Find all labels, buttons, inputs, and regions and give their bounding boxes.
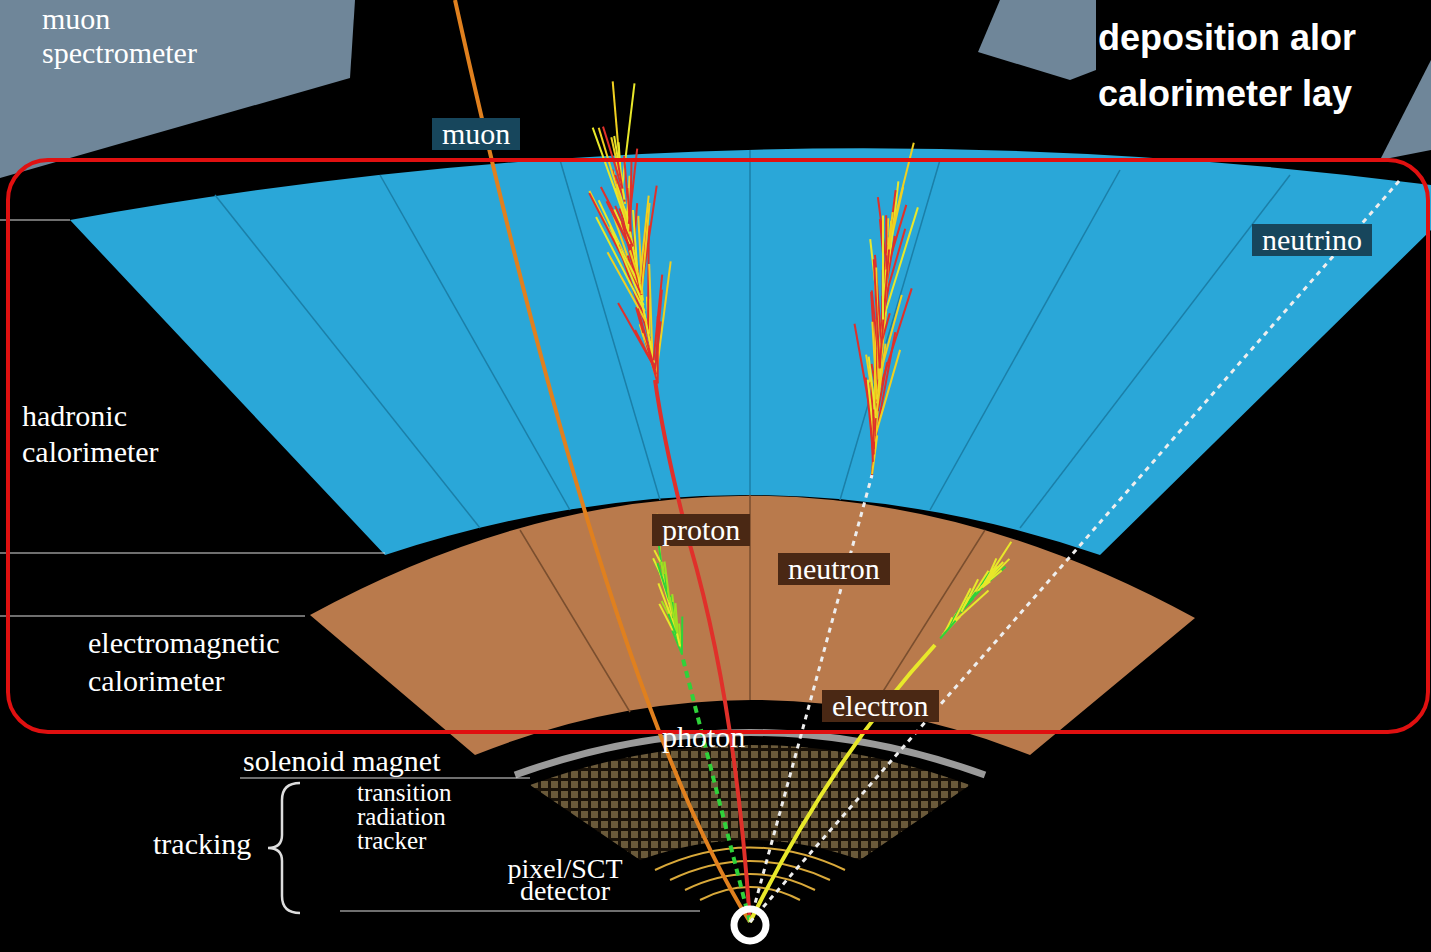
trt-mesh [530, 745, 970, 860]
shower-track [618, 160, 623, 189]
shower-track [599, 128, 631, 234]
showers [589, 81, 1011, 654]
tracking-bracket [268, 783, 300, 913]
muon-chamber [1380, 60, 1431, 160]
particle-name: neutron [788, 554, 880, 584]
part-name: solenoid magnet [243, 745, 440, 777]
part-name: tracking [153, 828, 251, 860]
particle-name: photon [662, 722, 745, 752]
particle-label-box: proton [652, 514, 750, 546]
part-name: muon spectrometer [42, 2, 262, 70]
shower-track [661, 562, 663, 574]
shower-track [940, 621, 956, 639]
em-calorimeter [310, 496, 1195, 755]
shower-track [970, 588, 983, 602]
particle-label-box: neutrino [1252, 224, 1372, 256]
particle-name: muon [442, 119, 510, 149]
shower-track [654, 550, 660, 562]
shower-track [978, 559, 1009, 591]
part-name: transition radiation tracker [357, 781, 507, 853]
tracks [455, 0, 1400, 922]
shower-track [593, 128, 631, 235]
shower-track [874, 259, 880, 367]
shower-track [622, 83, 634, 187]
shower-track [589, 193, 642, 295]
heading-fragment: calorimeter lay [1098, 72, 1352, 116]
particle-label-box: neutron [778, 553, 890, 585]
part-name: hadronic calorimeter [22, 398, 222, 470]
shower-track [677, 634, 680, 647]
shower-track [872, 410, 875, 449]
shower-track [642, 203, 650, 294]
particle-label-box: muon [432, 118, 520, 150]
pixel-layers [655, 848, 845, 901]
shower-track [681, 617, 683, 655]
shower-track [589, 191, 641, 295]
hadronic-calorimeter [70, 148, 1431, 555]
heading-fragment: deposition alor [1098, 16, 1356, 60]
particle-name: neutrino [1262, 225, 1362, 255]
shower-track [654, 275, 663, 361]
shower-track [613, 81, 622, 182]
shower-track [638, 308, 656, 374]
muon-chamber [978, 0, 1096, 80]
leader-lines [0, 220, 700, 911]
shower-track [876, 344, 885, 416]
highlight-frame [8, 160, 1428, 732]
shower-track [985, 566, 998, 582]
muon-chamber [0, 0, 355, 178]
shower-track [672, 631, 681, 654]
particle-name: electron [832, 691, 929, 721]
particle-name: proton [662, 515, 740, 545]
shower-track [610, 226, 644, 305]
shower-track [615, 206, 633, 247]
shower-track [665, 562, 670, 603]
interaction-point [734, 909, 766, 941]
part-name: electromagnetic calorimeter [88, 624, 338, 700]
shower-track [961, 598, 968, 612]
shower-track [630, 250, 639, 277]
particle-label-box: electron [822, 690, 939, 722]
shower-track [882, 215, 884, 319]
part-name: pixel/SCT detector [480, 858, 650, 902]
hadronic-segments [215, 150, 1290, 528]
shower-track [630, 160, 631, 232]
shower-track [614, 136, 624, 200]
